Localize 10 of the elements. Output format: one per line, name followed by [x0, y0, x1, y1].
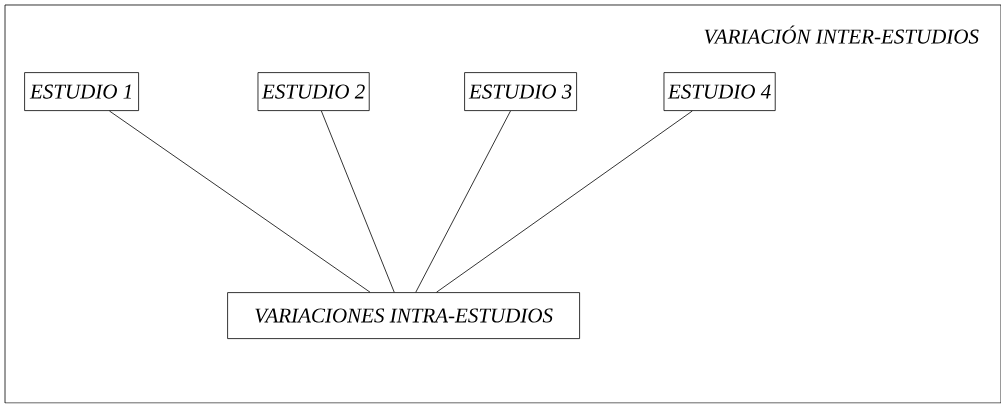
line [415, 110, 511, 293]
text-box: ESTUDIO 4 [663, 72, 776, 111]
heading: VARIACIÓN INTER-ESTUDIOS [704, 25, 979, 44]
line [436, 110, 693, 293]
text-box: ESTUDIO 3 [464, 72, 577, 111]
text-box: ESTUDIO 2 [257, 72, 370, 111]
line [321, 110, 395, 293]
text-box: ESTUDIO 1 [24, 72, 139, 111]
text-box: VARIACIONES INTRA-ESTUDIOS [227, 292, 580, 339]
line [109, 110, 371, 293]
